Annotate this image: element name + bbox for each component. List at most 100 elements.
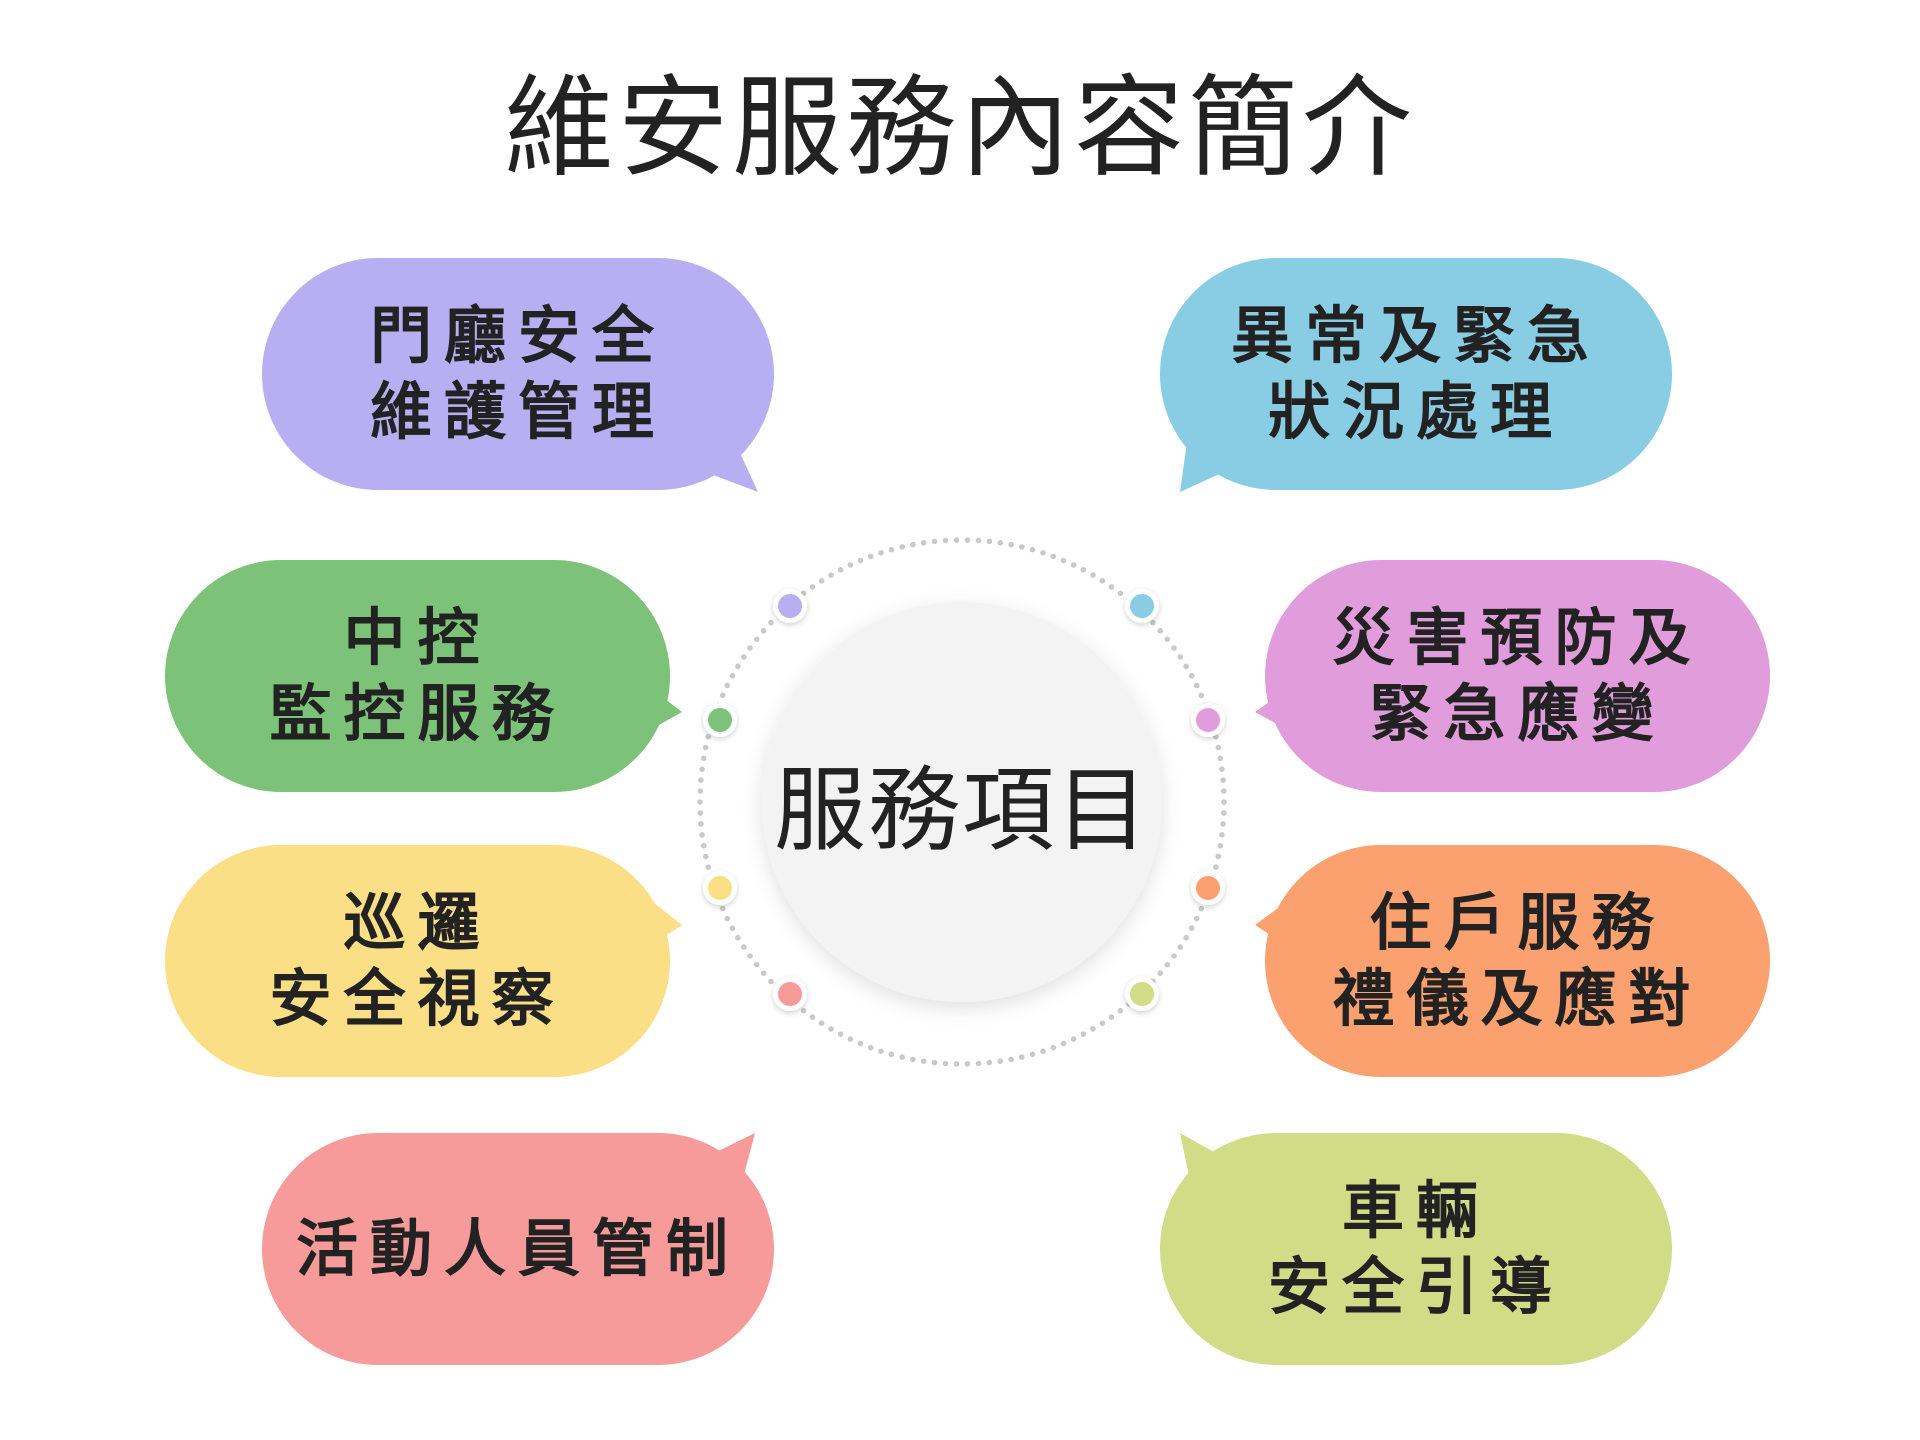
ring-dot xyxy=(729,925,736,931)
ring-dot xyxy=(1215,853,1222,860)
ring-dot xyxy=(705,734,711,740)
ring-dot xyxy=(768,619,774,626)
ring-dot xyxy=(1171,953,1177,959)
center-circle xyxy=(762,602,1162,1002)
ring-dot xyxy=(953,537,960,543)
bubble-tail-control xyxy=(632,680,682,740)
ring-dot xyxy=(1050,1044,1057,1051)
ring-dot xyxy=(1090,572,1096,578)
ring-dot xyxy=(700,755,707,762)
bubble-text-resident: 住戶服務禮儀及應對 xyxy=(1265,845,1770,1077)
bubble-line: 禮儀及應對 xyxy=(1332,962,1703,1035)
ring-dot xyxy=(1060,1040,1067,1047)
ring-dot xyxy=(700,842,707,849)
ring-dot xyxy=(1217,842,1224,849)
ring-dot xyxy=(1221,799,1227,805)
ring-dot xyxy=(1070,1036,1077,1042)
ring-dot xyxy=(975,537,982,544)
ring-dot xyxy=(888,546,895,553)
ring-dot xyxy=(931,538,938,545)
ring-dot xyxy=(837,1031,844,1037)
ring-dot xyxy=(768,978,774,985)
bubble-line: 門廳安全 xyxy=(369,299,666,372)
ring-dot xyxy=(1193,682,1200,689)
bubble-line: 狀況處理 xyxy=(1267,375,1564,448)
ring-dot xyxy=(1099,1020,1106,1026)
ring-dot xyxy=(964,537,971,543)
connector-dot-disaster xyxy=(1191,703,1225,737)
ring-dot xyxy=(837,567,844,573)
connector-dot-activity xyxy=(773,977,807,1011)
bubble-line: 中控 xyxy=(343,601,492,674)
ring-dot xyxy=(1040,1048,1046,1054)
ring-dot xyxy=(828,572,834,578)
ring-dot xyxy=(747,645,753,651)
bubble-text-lobby: 門廳安全維護管理 xyxy=(262,258,774,490)
ring-dot xyxy=(867,1044,874,1051)
bubble-text-activity: 活動人員管制 xyxy=(262,1133,774,1365)
ring-dot xyxy=(818,1020,825,1026)
ring-dot xyxy=(1157,970,1164,976)
ring-dot xyxy=(1219,832,1225,838)
bubble-lobby xyxy=(262,258,774,492)
page-title: 維安服務內容簡介 xyxy=(504,64,1416,192)
ring-dot xyxy=(1198,905,1205,912)
ring-dot xyxy=(899,544,905,550)
ring-dot xyxy=(1164,636,1171,643)
ring-dot xyxy=(997,540,1004,546)
ring-dot xyxy=(809,584,816,590)
ring-dot xyxy=(741,654,747,660)
ring-dot xyxy=(818,578,825,584)
ring-dot xyxy=(1029,546,1036,553)
bubble-line: 緊急應變 xyxy=(1369,677,1666,750)
connector-dot-abnormal xyxy=(1125,589,1159,623)
ring-dot xyxy=(1080,1031,1087,1037)
bubble-activity xyxy=(262,1133,774,1365)
ring-dot xyxy=(986,538,993,545)
ring-dot xyxy=(1117,1007,1124,1014)
ring-dot xyxy=(1193,915,1200,922)
ring-dot xyxy=(1164,961,1171,968)
bubble-text-patrol: 巡邏安全視察 xyxy=(165,845,670,1077)
ring-dot xyxy=(1220,777,1226,783)
ring-dot xyxy=(953,1061,960,1067)
bubble-line: 住戶服務 xyxy=(1369,886,1666,959)
ring-dot xyxy=(719,905,726,912)
ring-dot xyxy=(1183,934,1189,941)
ring-dot xyxy=(809,1014,816,1020)
bubble-text-control: 中控監控服務 xyxy=(165,560,670,792)
bubble-text-disaster: 災害預防及緊急應變 xyxy=(1265,560,1770,792)
bubble-vehicle xyxy=(1160,1133,1672,1365)
connector-dot-resident xyxy=(1191,871,1225,905)
ring-dot xyxy=(760,970,767,976)
ring-dot xyxy=(847,1036,854,1042)
ring-dot xyxy=(697,788,703,794)
ring-dot xyxy=(920,1058,927,1064)
ring-dot xyxy=(847,562,854,568)
ring-dot xyxy=(1220,821,1226,827)
bubble-text-vehicle: 車輛安全引導 xyxy=(1160,1133,1672,1365)
ring-dot xyxy=(975,1060,982,1067)
ring-dot xyxy=(1177,944,1183,950)
bubble-body-disaster xyxy=(1265,560,1770,792)
ring-dot xyxy=(753,636,760,643)
ring-dot xyxy=(1019,544,1025,550)
ring-dot xyxy=(698,821,704,827)
ring-dot xyxy=(1040,550,1046,556)
bubble-line: 巡邏 xyxy=(343,886,492,959)
ring-dot xyxy=(1219,766,1225,772)
ring-dot xyxy=(697,810,703,816)
ring-dot xyxy=(1050,553,1057,560)
ring-dot xyxy=(997,1058,1004,1064)
bubble-tail-abnormal xyxy=(1180,442,1228,492)
ring-dot xyxy=(1188,925,1195,931)
ring-dot xyxy=(1198,692,1205,699)
bubble-text-abnormal: 異常及緊急狀況處理 xyxy=(1160,258,1672,490)
ring-dot xyxy=(753,961,760,968)
bubble-line: 異常及緊急 xyxy=(1230,299,1601,372)
bubble-body-lobby xyxy=(262,258,774,490)
connector-dot-vehicle xyxy=(1125,977,1159,1011)
ring-dot xyxy=(1188,673,1195,679)
ring-dot xyxy=(697,799,703,805)
